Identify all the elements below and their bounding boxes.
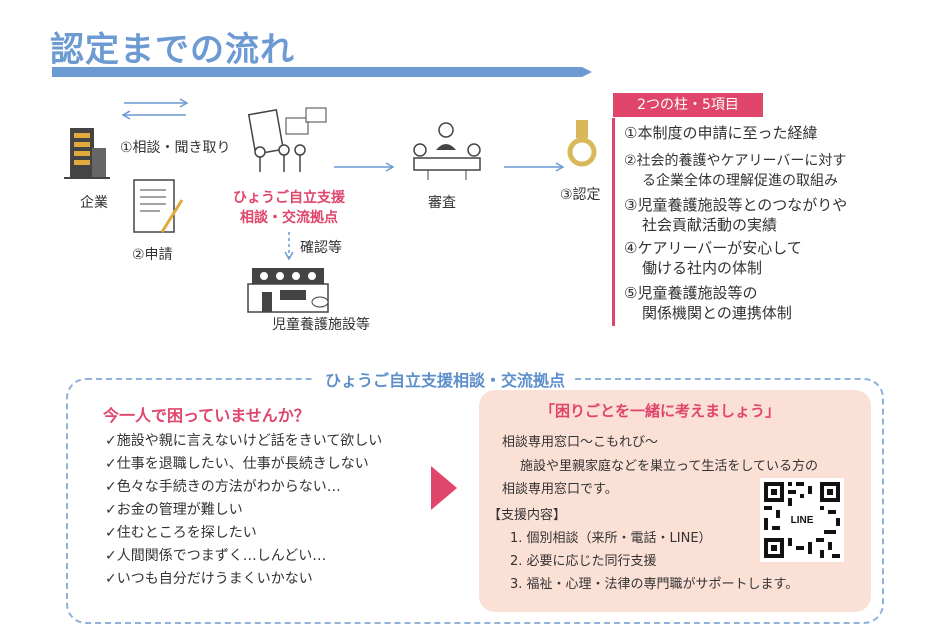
confirm-label: 確認等 xyxy=(300,240,342,256)
line-qr-code-icon[interactable]: LINE xyxy=(760,478,844,562)
facility-label: 児童養護施設等 xyxy=(272,317,370,333)
company-label: 企業 xyxy=(80,195,108,211)
pillar-item-4: ④ケアリーバーが安心して 働ける社内の体制 xyxy=(624,238,802,278)
support-content-item: 1. 個別相談（来所・電話・LINE） xyxy=(510,531,712,546)
pillar-item-text: ②社会的養護やケアリーバーに対す xyxy=(624,153,847,169)
consult-window-desc: 相談専用窓口です。 xyxy=(502,482,618,497)
pillar-item-text: ⑤児童養護施設等の xyxy=(624,284,758,302)
support-content-heading: 【支援内容】 xyxy=(488,508,567,523)
consult-arrows xyxy=(121,98,189,120)
certify-label: ③認定 xyxy=(560,187,601,203)
check-item: ✓いつも自分だけうまくいかない xyxy=(105,571,313,587)
pillars-heading: 2つの柱・5項目 xyxy=(613,93,763,117)
consult-window-desc: 施設や里親家庭などを巣立って生活をしている方の xyxy=(520,459,818,474)
arrow-to-review xyxy=(334,162,395,172)
center-label-line2: 相談・交流拠点 xyxy=(240,210,338,226)
support-content-item: 2. 必要に応じた同行支援 xyxy=(510,554,657,569)
check-item: ✓仕事を退職したい、仕事が長続きしない xyxy=(105,456,369,472)
arrow-to-certify xyxy=(504,162,565,172)
review-label: 審査 xyxy=(428,195,456,211)
consult-window-name: 相談専用窓口～こもれび～ xyxy=(502,435,659,450)
page-title: 認定までの流れ xyxy=(50,30,295,70)
confirm-dashed-arrow xyxy=(284,232,294,261)
pillar-item-text: 働ける社内の体制 xyxy=(642,259,763,277)
qr-line-label: LINE xyxy=(791,515,814,526)
medal-icon xyxy=(567,120,597,167)
pointer-arrow-icon xyxy=(431,466,457,510)
pillar-item-3: ③児童養護施設等とのつながりや 社会貢献活動の実績 xyxy=(624,195,847,235)
flow-diagram xyxy=(64,98,597,313)
support-section-title: ひょうご自立支援相談・交流拠点 xyxy=(315,367,576,391)
pillar-item-text: る企業全体の理解促進の取組み xyxy=(642,173,838,189)
pillar-item-5: ⑤児童養護施設等の 関係機関との連携体制 xyxy=(624,283,792,323)
consult-window-heading: 「困りごとを一緒に考えましょう」 xyxy=(540,402,781,420)
apply-label: ②申請 xyxy=(132,247,173,263)
review-meeting-icon xyxy=(413,122,481,180)
check-item: ✓住むところを探したい xyxy=(105,525,257,541)
pillar-item-text: 社会貢献活動の実績 xyxy=(642,216,778,234)
check-item: ✓お金の管理が難しい xyxy=(105,502,243,518)
check-item: ✓施設や親に言えないけど話をきいて欲しい xyxy=(105,433,383,449)
check-item: ✓人間関係でつまずく…しんどい… xyxy=(105,548,327,564)
pillar-item-2: ②社会的養護やケアリーバーに対す る企業全体の理解促進の取組み xyxy=(624,151,846,191)
consult-label: ①相談・聞き取り xyxy=(120,140,231,156)
center-label: ひょうご自立支援 相談・交流拠点 xyxy=(222,188,356,228)
company-building-icon xyxy=(64,128,110,179)
center-label-line1: ひょうご自立支援 xyxy=(233,190,345,206)
support-content-item: 3. 福祉・心理・法律の専門職がサポートします。 xyxy=(510,577,799,592)
facility-building-icon xyxy=(247,268,329,313)
check-item: ✓色々な手続きの方法がわからない… xyxy=(105,479,341,495)
application-document-icon xyxy=(133,179,184,233)
pillar-item-text: 関係機関との連携体制 xyxy=(642,304,792,322)
title-underline-arrow xyxy=(52,67,592,77)
consultation-people-icon xyxy=(247,107,327,172)
pillar-item-text: ①本制度の申請に至った経緯 xyxy=(624,124,818,142)
pillar-item-text: ④ケアリーバーが安心して xyxy=(624,239,802,257)
pillars-vertical-rule xyxy=(612,118,615,326)
pillar-item-1: ①本制度の申請に至った経緯 xyxy=(624,123,817,143)
worry-heading: 今一人で困っていませんか？ xyxy=(103,406,310,425)
pillar-item-text: ③児童養護施設等とのつながりや xyxy=(624,196,848,214)
